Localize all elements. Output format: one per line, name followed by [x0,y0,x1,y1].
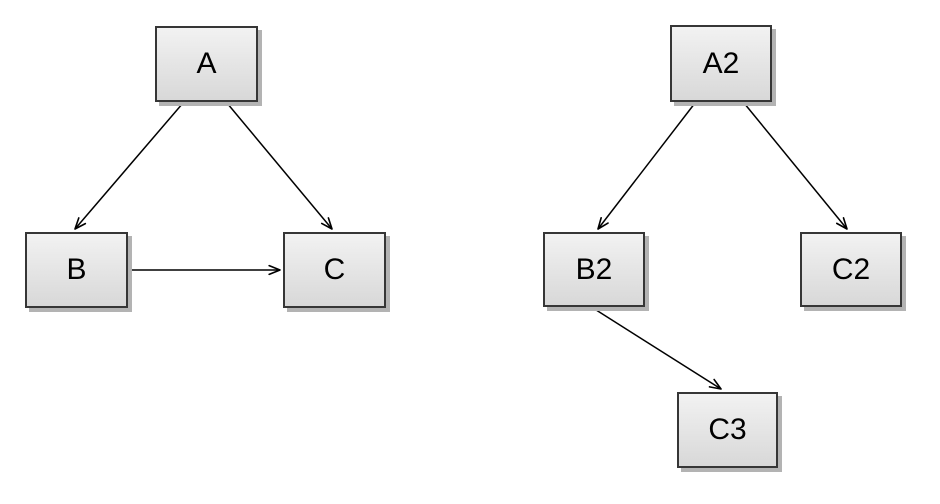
node-C2[interactable]: C2 [800,232,902,307]
node-C[interactable]: C [283,232,386,308]
node-A2[interactable]: A2 [670,25,772,102]
edge-A2-to-C2 [743,102,848,230]
edge-B2-to-C3 [592,307,722,390]
edge-A-to-B [74,102,184,230]
node-C3[interactable]: C3 [677,392,778,468]
node-A[interactable]: A [155,26,258,102]
edge-A2-to-B2 [597,102,696,230]
edge-A-to-C [226,102,333,230]
node-B[interactable]: B [25,232,128,308]
node-B2[interactable]: B2 [543,232,645,307]
